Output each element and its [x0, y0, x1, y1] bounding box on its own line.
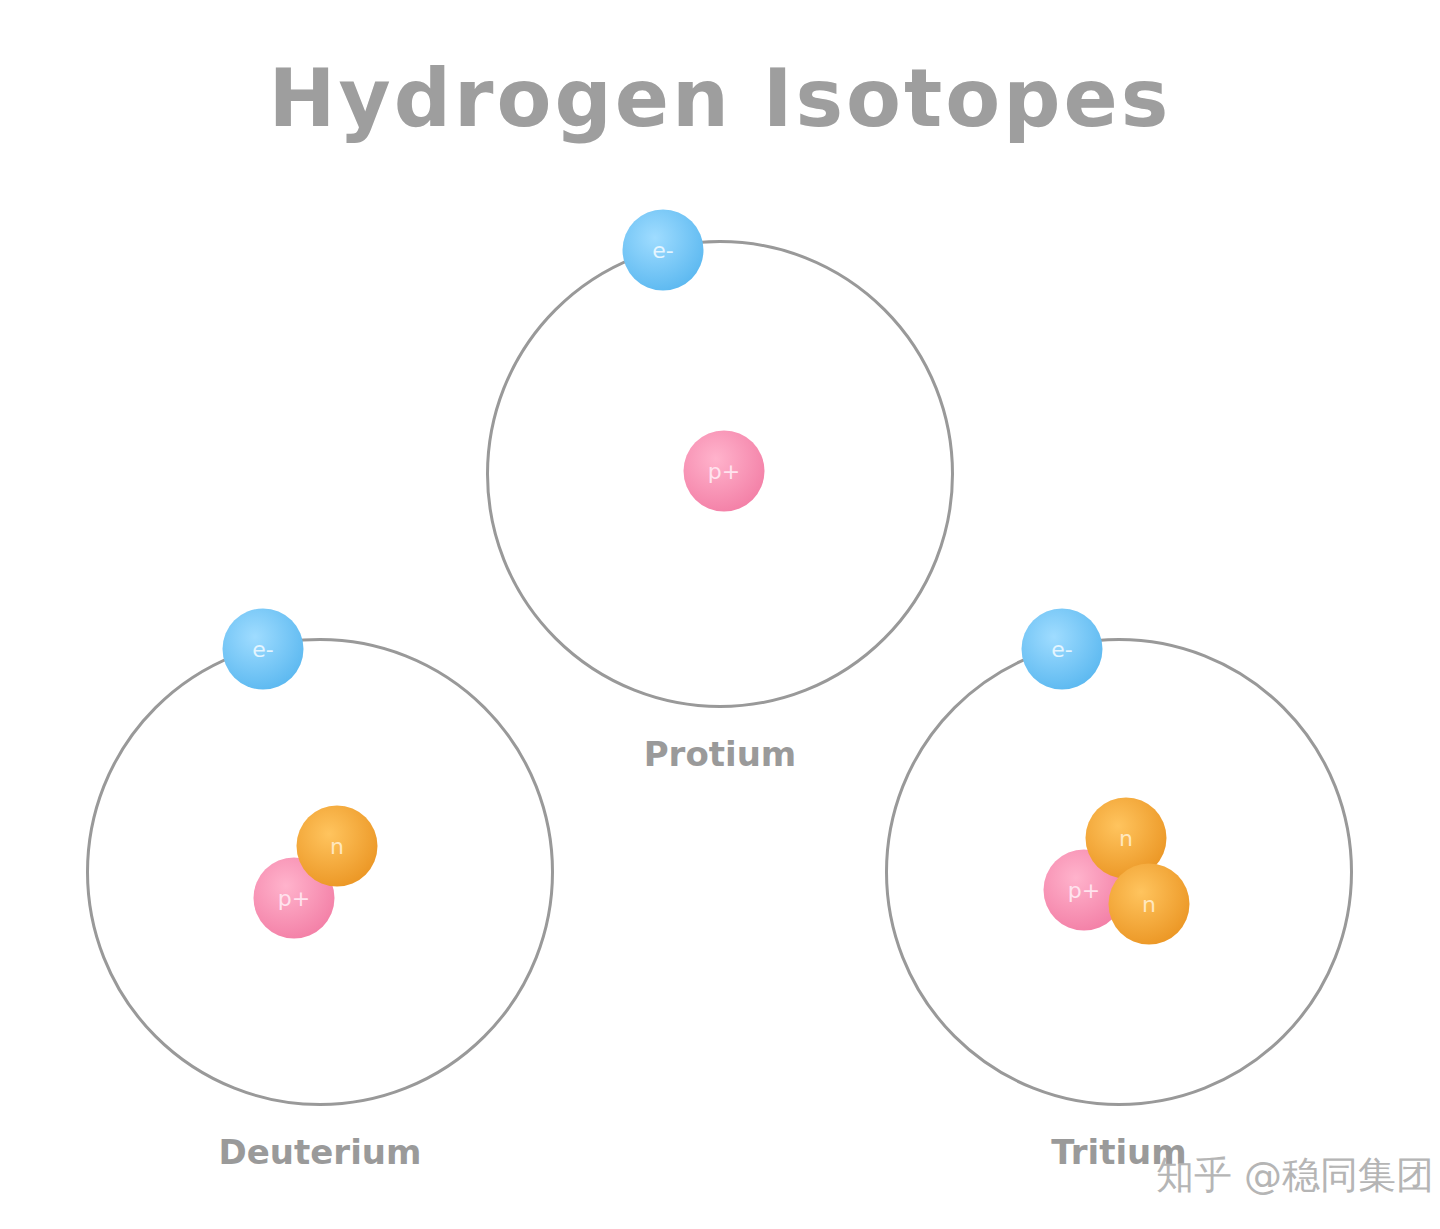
particle-symbol: e- — [222, 608, 304, 690]
proton-particle: p+ — [683, 430, 765, 512]
electron-particle: e- — [222, 608, 304, 690]
particle-symbol: e- — [1021, 608, 1103, 690]
neutron-particle: n — [296, 805, 378, 887]
isotope-name: Deuterium — [0, 1132, 654, 1172]
neutron-particle: n — [1108, 863, 1190, 945]
particle-symbol: n — [1108, 863, 1190, 945]
atom-orbit: Protiume-p+ — [486, 240, 954, 708]
isotope-name: Protium — [386, 734, 1054, 774]
watermark: 知乎 @稳同集团 — [1156, 1150, 1434, 1201]
atom-orbit: Deuteriume-np+ — [86, 638, 554, 1106]
particle-symbol: p+ — [683, 430, 765, 512]
electron-particle: e- — [1021, 608, 1103, 690]
diagram-title: Hydrogen Isotopes — [0, 52, 1440, 145]
particle-symbol: n — [296, 805, 378, 887]
atom-orbit: Tritiume-np+n — [885, 638, 1353, 1106]
particle-symbol: e- — [622, 209, 704, 291]
electron-particle: e- — [622, 209, 704, 291]
